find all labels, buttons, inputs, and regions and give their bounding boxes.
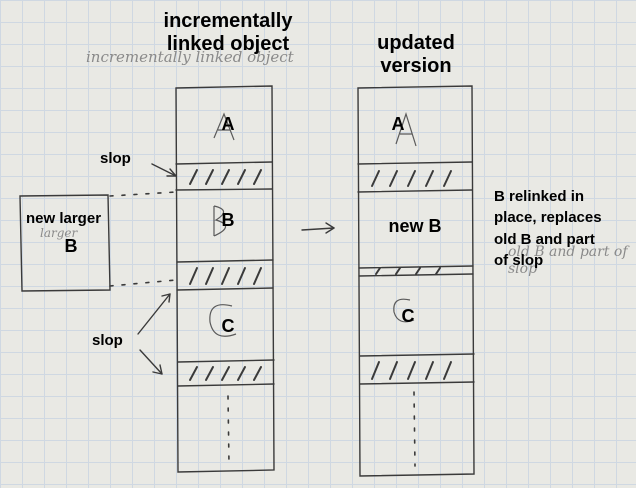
dashed-guide-top — [109, 191, 177, 197]
left-column-outline — [175, 85, 275, 473]
left-slop-hatch-2 — [189, 267, 262, 285]
left-segment-c: C — [221, 316, 235, 336]
pencil-note-side: old B and part of slop — [508, 244, 628, 277]
right-divider-3 — [358, 265, 474, 269]
right-column-outline — [357, 85, 475, 477]
title-left-column: incrementally linked object — [163, 10, 293, 55]
pencil-a-right — [395, 112, 417, 147]
annotation-line-2: place, replaces — [494, 209, 602, 227]
right-column-continuation — [413, 391, 416, 467]
pencil-a-left — [213, 112, 235, 141]
right-divider-6 — [359, 381, 475, 385]
pencil-c-right — [393, 298, 415, 323]
right-segment-c: C — [401, 306, 415, 326]
slop-arrow-down — [139, 349, 163, 375]
dashed-guide-bottom — [109, 279, 177, 287]
left-divider-6 — [177, 383, 275, 387]
left-slop-hatch-3 — [189, 366, 262, 381]
pencil-note-top: incrementally linked object — [86, 48, 294, 66]
relink-arrow — [301, 227, 335, 231]
left-slop-hatch-1 — [189, 169, 262, 185]
right-segment-new-b: new B — [388, 216, 442, 236]
pencil-note-small-box: larger — [40, 226, 78, 240]
right-slop-hatch-1 — [371, 170, 452, 187]
right-divider-1 — [357, 161, 473, 165]
left-segment-b: B — [221, 210, 235, 230]
annotation-line-3: old B and part — [494, 230, 595, 248]
slop-label-bottom: slop — [92, 332, 123, 349]
slop-label-top: slop — [100, 150, 131, 167]
right-slop-hatch-2 — [375, 267, 441, 275]
slop-arrow-top — [151, 163, 177, 177]
left-column-continuation — [227, 395, 230, 465]
new-box-outline — [19, 194, 111, 292]
left-divider-5 — [177, 359, 275, 363]
left-divider-2 — [175, 188, 273, 191]
right-segment-a: A — [391, 114, 405, 134]
title-right-column: updated version — [377, 32, 455, 77]
new-box-label-line2: B — [64, 236, 78, 256]
right-divider-5 — [359, 353, 475, 357]
pencil-b-left — [213, 205, 227, 237]
slop-arrow-up — [137, 293, 171, 335]
left-divider-4 — [176, 287, 274, 291]
annotation-line-4: of slop — [494, 251, 544, 269]
new-box-label-line1: new larger — [26, 210, 102, 227]
left-divider-1 — [175, 161, 273, 165]
annotation-line-1: B relinked in — [494, 188, 585, 205]
annotation: B relinked in place, replaces old B and … — [494, 186, 634, 271]
right-slop-hatch-3 — [371, 361, 452, 380]
left-segment-a: A — [221, 114, 235, 134]
left-divider-3 — [176, 259, 274, 263]
right-divider-2 — [357, 189, 473, 193]
pencil-c-left — [209, 304, 237, 337]
